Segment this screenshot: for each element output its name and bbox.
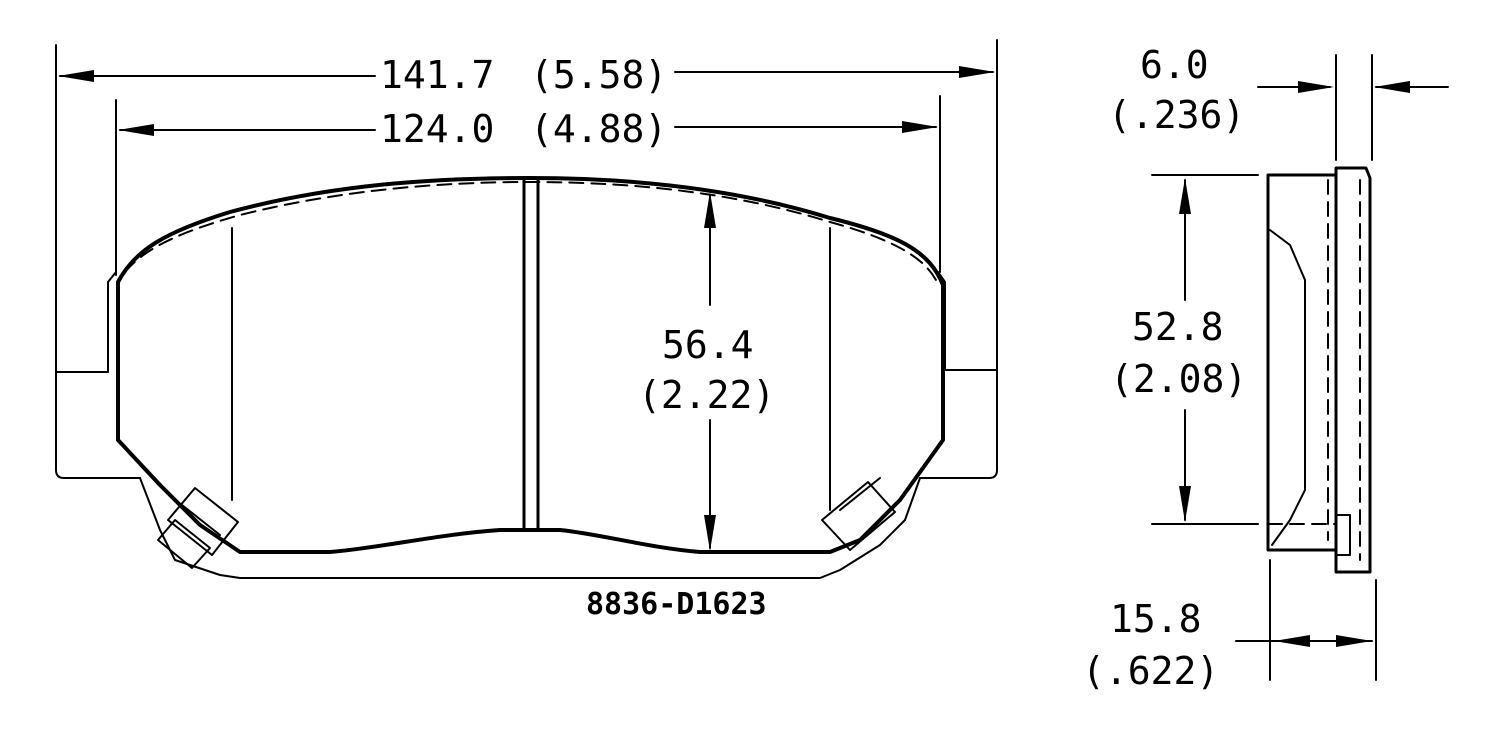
- side-backing-plate: [1334, 166, 1372, 574]
- height-mm: 56.4: [662, 323, 754, 367]
- backing-plate-ears: [55, 271, 998, 479]
- wear-indicator-right: [821, 477, 896, 551]
- side-friction-block: [1266, 173, 1338, 552]
- side-view: [1151, 54, 1449, 681]
- overall-width-arrow-right: [959, 66, 995, 78]
- backing-thickness-in: (.236): [1108, 93, 1245, 137]
- side-height-in: (2.08): [1110, 357, 1247, 401]
- total-arrow-right: [1336, 635, 1372, 647]
- overall-width-arrow-left: [58, 70, 94, 82]
- height-in: (2.22): [638, 373, 775, 417]
- height-arrow-bottom: [704, 515, 716, 551]
- inner-width-arrow-right: [902, 121, 938, 133]
- height-arrow-top: [704, 192, 716, 228]
- part-number: 8836-D1623: [586, 587, 767, 622]
- wear-indicator-left: [157, 487, 239, 569]
- inner-width-arrow-left: [118, 124, 154, 136]
- side-height-mm: 52.8: [1132, 305, 1224, 349]
- inner-width-mm: 124.0: [380, 107, 494, 151]
- total-arrow-left: [1274, 635, 1310, 647]
- total-thickness-in: (.622): [1082, 649, 1219, 693]
- backing-plate-bottom: [139, 477, 921, 579]
- side-height-arrow-bottom: [1179, 486, 1191, 522]
- friction-pad-outline: [116, 176, 945, 554]
- front-view: [55, 39, 998, 579]
- side-height-arrow-top: [1179, 178, 1191, 214]
- backing-thickness-mm: 6.0: [1140, 43, 1209, 87]
- inner-width-in: (4.88): [530, 107, 667, 151]
- total-thickness-mm: 15.8: [1110, 597, 1202, 641]
- side-indicator-tab: [1335, 514, 1351, 556]
- overall-width-mm: 141.7: [380, 53, 494, 97]
- backing-arrow-left: [1298, 81, 1334, 93]
- overall-width-in: (5.58): [530, 53, 667, 97]
- backing-arrow-right: [1374, 81, 1410, 93]
- shim-edge-dashed: [124, 181, 938, 283]
- side-chamfer: [1269, 229, 1306, 546]
